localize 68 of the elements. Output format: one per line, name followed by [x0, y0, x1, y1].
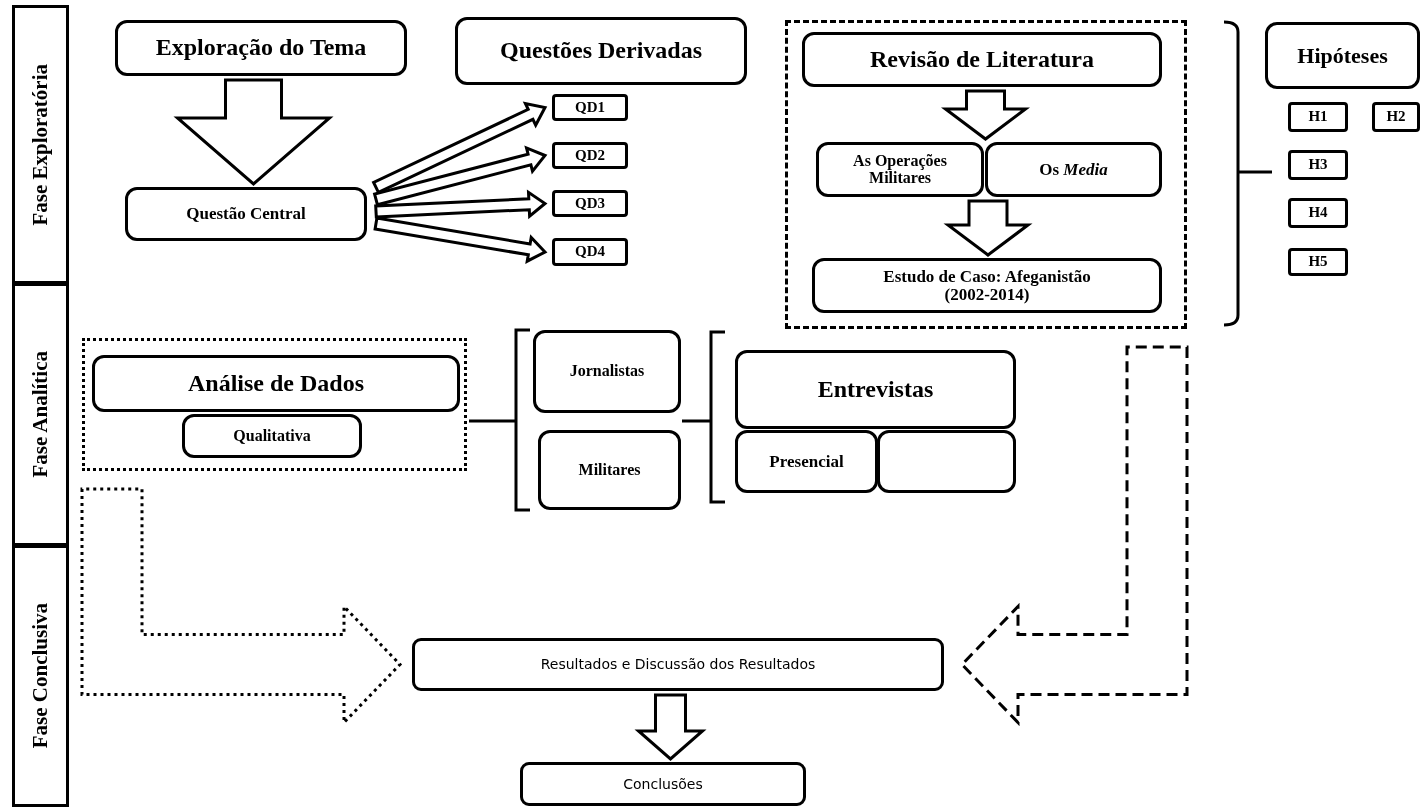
box-label: H5	[1308, 254, 1328, 270]
block-arrow	[373, 216, 548, 264]
tag-box	[1372, 102, 1420, 132]
box-label: Hipóteses	[1297, 43, 1388, 68]
process-box	[533, 330, 681, 413]
block-arrow	[941, 89, 1030, 141]
tag-box	[1288, 198, 1348, 228]
box-label: H2	[1386, 109, 1406, 125]
process-box	[735, 350, 1016, 429]
process-box	[735, 430, 878, 493]
box-label: Presencial	[769, 452, 844, 471]
tag-box	[552, 94, 628, 121]
process-box	[182, 414, 362, 458]
box-label: QD2	[575, 147, 605, 164]
block-arrow	[173, 78, 334, 186]
dotted-group-frame	[82, 338, 467, 471]
process-box	[520, 762, 806, 806]
box-label: QD1	[575, 99, 605, 116]
phase-band	[12, 545, 69, 807]
tag-box	[552, 142, 628, 169]
box-label: Resultados e Discussão dos Resultados	[540, 657, 816, 672]
box-label: Questões Derivadas	[500, 38, 702, 64]
box-label: Análise de Dados	[188, 370, 364, 397]
block-arrow	[372, 145, 548, 207]
box-label: Qualitativa	[233, 427, 311, 445]
process-box	[1265, 22, 1420, 89]
process-box	[412, 638, 944, 691]
box-label: Exploração do Tema	[155, 35, 367, 61]
block-arrow	[371, 101, 548, 195]
phase-band	[12, 5, 69, 284]
tag-box	[1288, 102, 1348, 132]
process-box	[92, 355, 460, 412]
box-label: Os Media	[1039, 160, 1108, 179]
process-box	[115, 20, 407, 76]
block-arrow	[959, 345, 1189, 727]
process-box	[538, 430, 681, 510]
tag-box	[1288, 248, 1348, 276]
tag-box	[552, 190, 628, 217]
box-label: Entrevistas	[817, 376, 934, 403]
box-label: QD4	[575, 244, 605, 260]
block-arrow	[634, 693, 707, 761]
phase-label: Fase Analítica	[29, 351, 52, 478]
process-box	[125, 187, 367, 241]
process-box	[802, 32, 1162, 87]
block-arrow	[943, 199, 1033, 257]
process-box	[812, 258, 1162, 313]
dashed-group-frame	[785, 20, 1187, 329]
box-label: QD3	[575, 195, 605, 212]
phase-label: Fase Conclusiva	[29, 603, 52, 749]
box-label: Revisão de Literatura	[870, 46, 1094, 73]
box-label: H1	[1308, 109, 1328, 125]
tag-box	[552, 238, 628, 266]
box-label: Estudo de Caso: Afeganistão (2002-2014)	[882, 267, 1092, 304]
process-box	[816, 142, 984, 197]
box-label: Jornalistas	[569, 363, 645, 380]
box-label: H4	[1308, 205, 1328, 221]
phase-band	[12, 283, 69, 546]
box-label: Questão Central	[186, 205, 306, 223]
box-label: As Operações Militares	[852, 152, 948, 187]
box-label: H3	[1308, 157, 1328, 173]
box-label: Conclusões	[623, 776, 703, 792]
process-box	[985, 142, 1162, 197]
process-box	[877, 430, 1016, 493]
phase-label: Fase Exploratória	[29, 63, 52, 226]
tag-box	[1288, 150, 1348, 180]
process-box	[455, 17, 747, 85]
block-arrow	[374, 189, 548, 220]
box-label: Militares	[578, 461, 641, 479]
